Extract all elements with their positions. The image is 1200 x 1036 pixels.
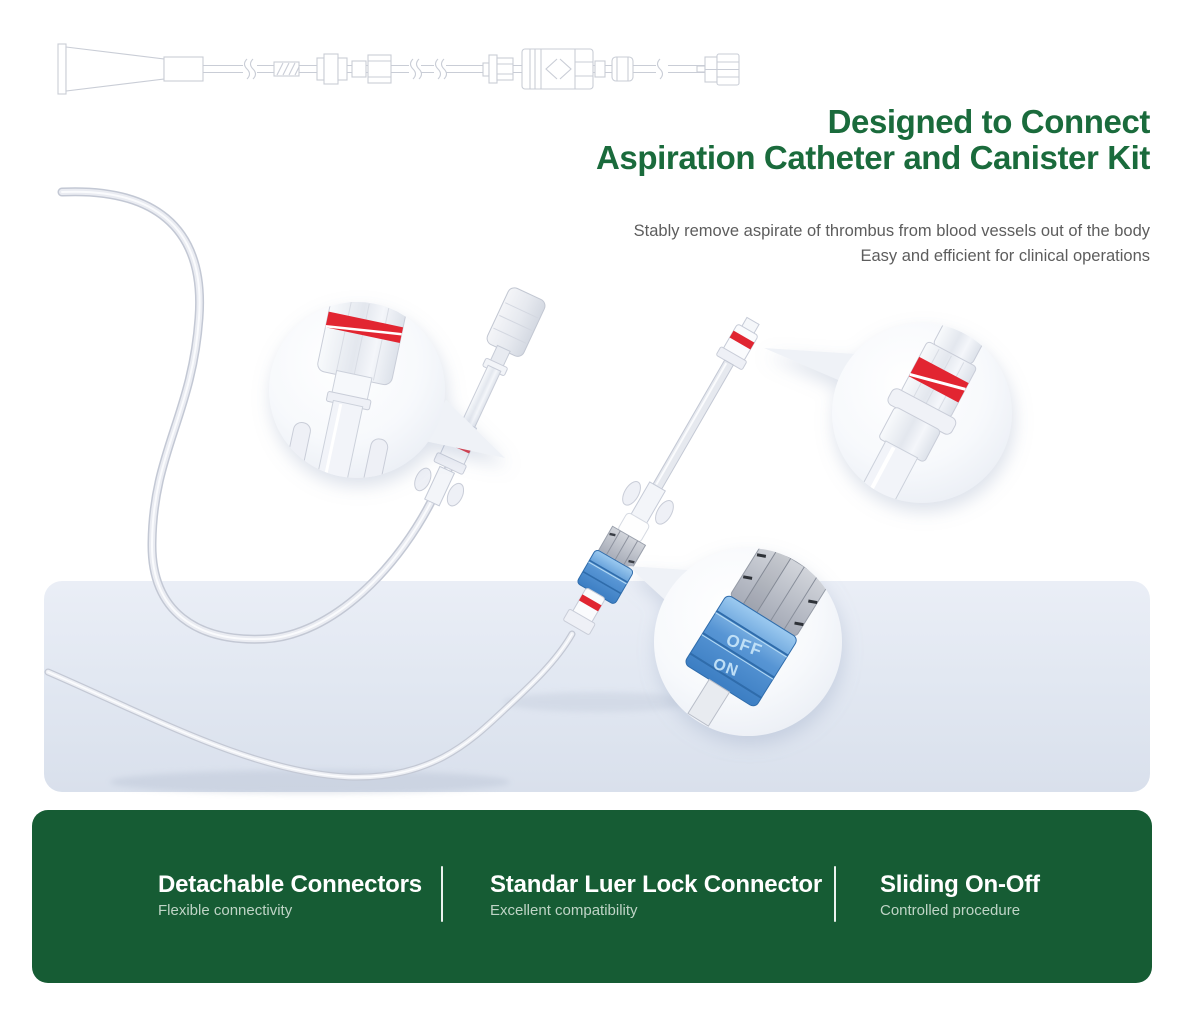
hero-title-line2: Aspiration Catheter and Canister Kit xyxy=(595,139,1150,176)
valve-shadow xyxy=(503,692,693,712)
hero-subtitle: Stably remove aspirate of thrombus from … xyxy=(634,219,1150,269)
grip-handle xyxy=(486,287,546,357)
callout-sliding-valve: OFF ON xyxy=(628,548,842,736)
feature-title: Standar Luer Lock Connector xyxy=(490,871,822,898)
callout-luer-lock xyxy=(764,323,1012,503)
feature-subtitle: Excellent compatibility xyxy=(490,902,638,919)
feature-title: Detachable Connectors xyxy=(158,871,422,898)
feature-title: Sliding On-Off xyxy=(880,871,1040,898)
winged-luer-connector xyxy=(414,465,465,507)
feature-sliding-on-off: Sliding On-Off Controlled procedure xyxy=(880,871,1040,920)
extension-tube xyxy=(57,187,454,644)
feature-detachable-connectors: Detachable Connectors Flexible connectiv… xyxy=(158,871,422,920)
catheter-kit-line-drawing xyxy=(57,43,740,95)
feature-divider xyxy=(834,866,836,922)
callout-detachable-connector xyxy=(269,302,505,478)
feature-panel: Detachable Connectors Flexible connectiv… xyxy=(32,810,1152,983)
top-connector-red xyxy=(716,316,760,370)
hero-subtitle-line1: Stably remove aspirate of thrombus from … xyxy=(633,222,1150,240)
hero-subtitle-line2: Easy and efficient for clinical operatio… xyxy=(860,247,1150,265)
catheter-shadow xyxy=(110,770,510,794)
feature-subtitle: Controlled procedure xyxy=(880,902,1021,919)
hero-heading: Designed to Connect Aspiration Catheter … xyxy=(596,104,1150,176)
hero-title-line1: Designed to Connect xyxy=(827,103,1151,140)
product-table-band xyxy=(44,581,1150,792)
feature-divider xyxy=(441,866,443,922)
valve-line-assembly xyxy=(563,316,760,635)
feature-luer-lock: Standar Luer Lock Connector Excellent co… xyxy=(490,871,822,920)
bottom-connector-red xyxy=(563,588,605,635)
feature-subtitle: Flexible connectivity xyxy=(158,902,293,919)
aspiration-catheter xyxy=(44,630,576,781)
